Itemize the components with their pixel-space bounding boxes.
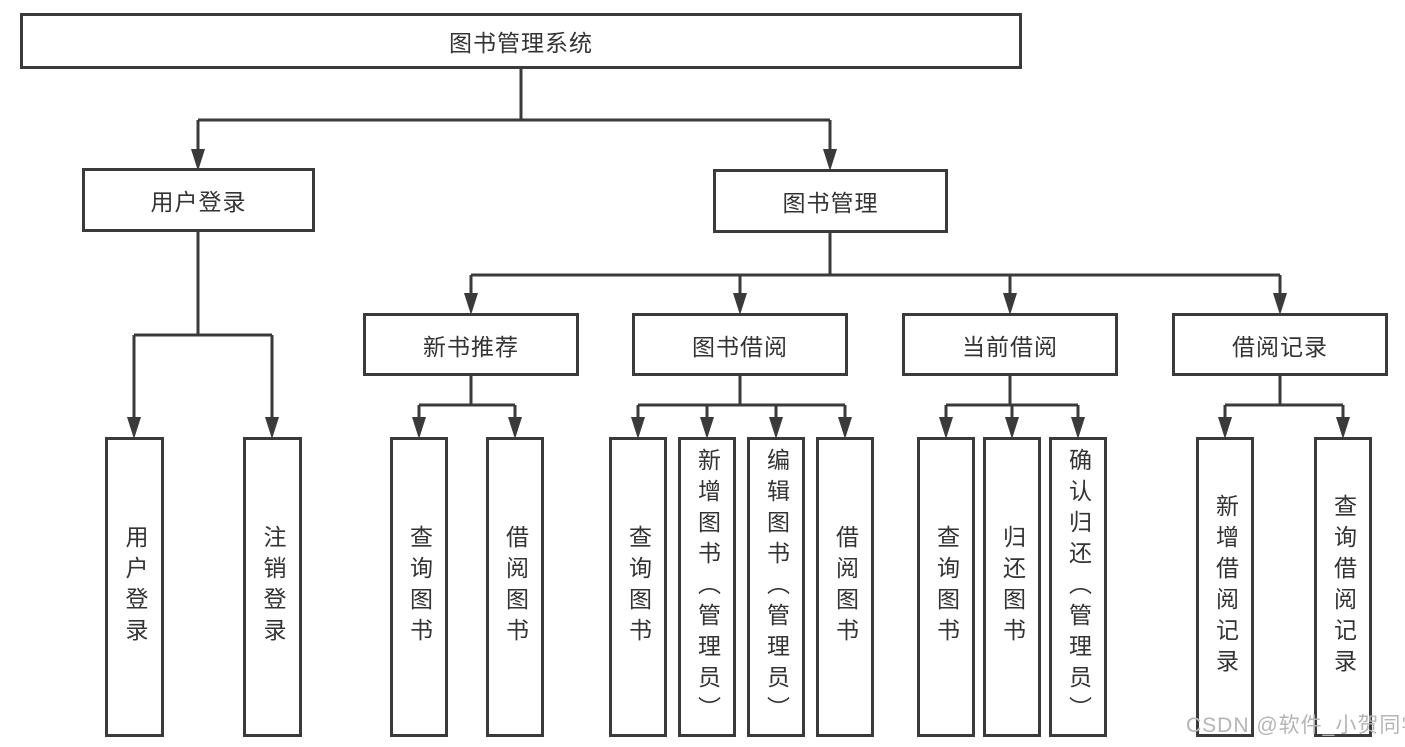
leaf-edit-book-admin: 编辑图书（管理员）	[747, 437, 805, 737]
node-user-login: 用户登录	[82, 168, 315, 232]
node-user-login-label: 用户登录	[150, 189, 247, 215]
arrow-down-icon	[127, 417, 141, 439]
node-current-borrow: 当前借阅	[902, 313, 1118, 376]
csdn-watermark: CSDN @软件_小贺同学	[1186, 714, 1405, 737]
leaf-user-login-label: 用户登录	[122, 525, 148, 649]
arrow-down-icon	[191, 149, 205, 171]
leaf-add-book-admin: 新增图书（管理员）	[678, 437, 736, 737]
arrow-down-icon	[769, 417, 783, 439]
leaf-logout: 注销登录	[243, 437, 302, 737]
connector-borrow-records	[1218, 376, 1350, 439]
leaf-borrow-books-1-label: 借阅图书	[502, 525, 529, 649]
arrow-down-icon	[939, 417, 953, 439]
connector-book-borrow	[631, 376, 852, 439]
node-borrow-records: 借阅记录	[1172, 313, 1388, 376]
arrow-down-icon	[1218, 417, 1232, 439]
leaf-confirm-return-admin-label: 确认归还（管理员）	[1065, 447, 1092, 727]
connector-new-book-recommend	[412, 376, 522, 439]
arrow-down-icon	[265, 417, 279, 439]
leaf-query-books-3-label: 查询图书	[933, 525, 960, 649]
leaf-borrow-books-2-label: 借阅图书	[832, 525, 859, 649]
leaf-logout-label: 注销登录	[260, 525, 286, 649]
node-root: 图书管理系统	[20, 13, 1022, 69]
leaf-query-books-2: 查询图书	[609, 437, 667, 737]
connector-root	[191, 69, 837, 171]
leaf-borrow-books-2: 借阅图书	[816, 437, 874, 737]
leaf-borrow-books-1: 借阅图书	[486, 437, 544, 737]
node-borrow-records-label: 借阅记录	[1232, 333, 1328, 360]
leaf-query-books-2-label: 查询图书	[625, 525, 652, 649]
arrow-down-icon	[412, 417, 426, 439]
node-new-book-recommend: 新书推荐	[363, 313, 579, 376]
arrow-down-icon	[1273, 293, 1287, 315]
leaf-return-books-label: 归还图书	[999, 525, 1026, 649]
arrow-down-icon	[508, 417, 522, 439]
connector-user-login	[127, 232, 279, 439]
leaf-query-borrow-record-label: 查询借阅记录	[1330, 494, 1357, 680]
arrow-down-icon	[464, 293, 478, 315]
arrow-down-icon	[631, 417, 645, 439]
leaf-user-login: 用户登录	[105, 437, 164, 737]
connector-book-management	[464, 233, 1287, 315]
leaf-confirm-return-admin: 确认归还（管理员）	[1049, 437, 1107, 737]
node-book-borrow-label: 图书借阅	[692, 333, 788, 360]
arrow-down-icon	[838, 417, 852, 439]
node-book-borrow: 图书借阅	[632, 313, 848, 376]
node-current-borrow-label: 当前借阅	[962, 333, 1058, 360]
arrow-down-icon	[700, 417, 714, 439]
leaf-query-books-1: 查询图书	[390, 437, 448, 737]
connector-current-borrow	[939, 376, 1085, 439]
leaf-query-borrow-record: 查询借阅记录	[1314, 437, 1372, 737]
leaf-return-books: 归还图书	[983, 437, 1041, 737]
node-root-label: 图书管理系统	[449, 30, 593, 56]
node-book-management: 图书管理	[713, 169, 948, 233]
arrow-down-icon	[1005, 417, 1019, 439]
arrow-down-icon	[733, 293, 747, 315]
arrow-down-icon	[823, 149, 837, 171]
leaf-add-book-admin-label: 新增图书（管理员）	[694, 447, 721, 727]
leaf-add-borrow-record: 新增借阅记录	[1196, 437, 1254, 737]
arrow-down-icon	[1071, 417, 1085, 439]
arrow-down-icon	[1003, 293, 1017, 315]
leaf-edit-book-admin-label: 编辑图书（管理员）	[763, 447, 790, 727]
node-new-book-recommend-label: 新书推荐	[423, 333, 519, 360]
leaf-query-books-1-label: 查询图书	[406, 525, 433, 649]
node-book-management-label: 图书管理	[782, 190, 879, 216]
leaf-add-borrow-record-label: 新增借阅记录	[1212, 494, 1239, 680]
arrow-down-icon	[1336, 417, 1350, 439]
leaf-query-books-3: 查询图书	[917, 437, 975, 737]
